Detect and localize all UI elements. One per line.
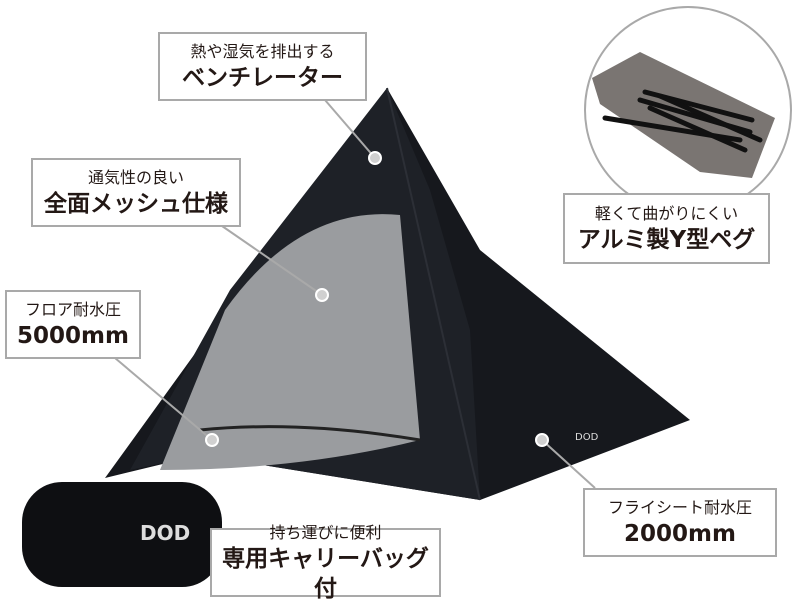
callout-pegs: 軽くて曲がりにくい アルミ製Y型ペグ — [563, 193, 770, 264]
callout-main: 2000mm — [624, 520, 736, 547]
tent-image: DOD — [105, 87, 690, 501]
callout-sub: フライシート耐水圧 — [607, 497, 752, 517]
callout-main: アルミ製Y型ペグ — [577, 226, 756, 253]
callout-main: ベンチレーター — [182, 64, 343, 91]
callout-main: 専用キャリーバッグ付 — [222, 545, 429, 602]
callout-flysheet: フライシート耐水圧 2000mm — [583, 488, 777, 557]
callout-ventilator: 熱や湿気を排出する ベンチレーター — [158, 32, 367, 101]
callout-sub: フロア耐水圧 — [24, 299, 121, 319]
callout-sub: 軽くて曲がりにくい — [594, 203, 739, 223]
bag-logo: DOD — [140, 521, 190, 545]
callout-sub: 通気性の良い — [87, 167, 184, 187]
peg-icon — [602, 89, 763, 153]
peg-inset — [584, 6, 792, 214]
carry-bag-image: DOD — [22, 482, 222, 587]
callout-sub: 熱や湿気を排出する — [190, 41, 335, 61]
callout-sub: 持ち運びに便利 — [269, 522, 382, 542]
tent-logo: DOD — [575, 432, 599, 443]
leader-lines — [114, 99, 596, 489]
callout-floor: フロア耐水圧 5000mm — [5, 290, 141, 359]
callout-main: 5000mm — [17, 322, 129, 349]
callout-mesh: 通気性の良い 全面メッシュ仕様 — [31, 158, 241, 227]
callout-main: 全面メッシュ仕様 — [44, 190, 228, 217]
callout-bag: 持ち運びに便利 専用キャリーバッグ付 — [210, 523, 441, 602]
